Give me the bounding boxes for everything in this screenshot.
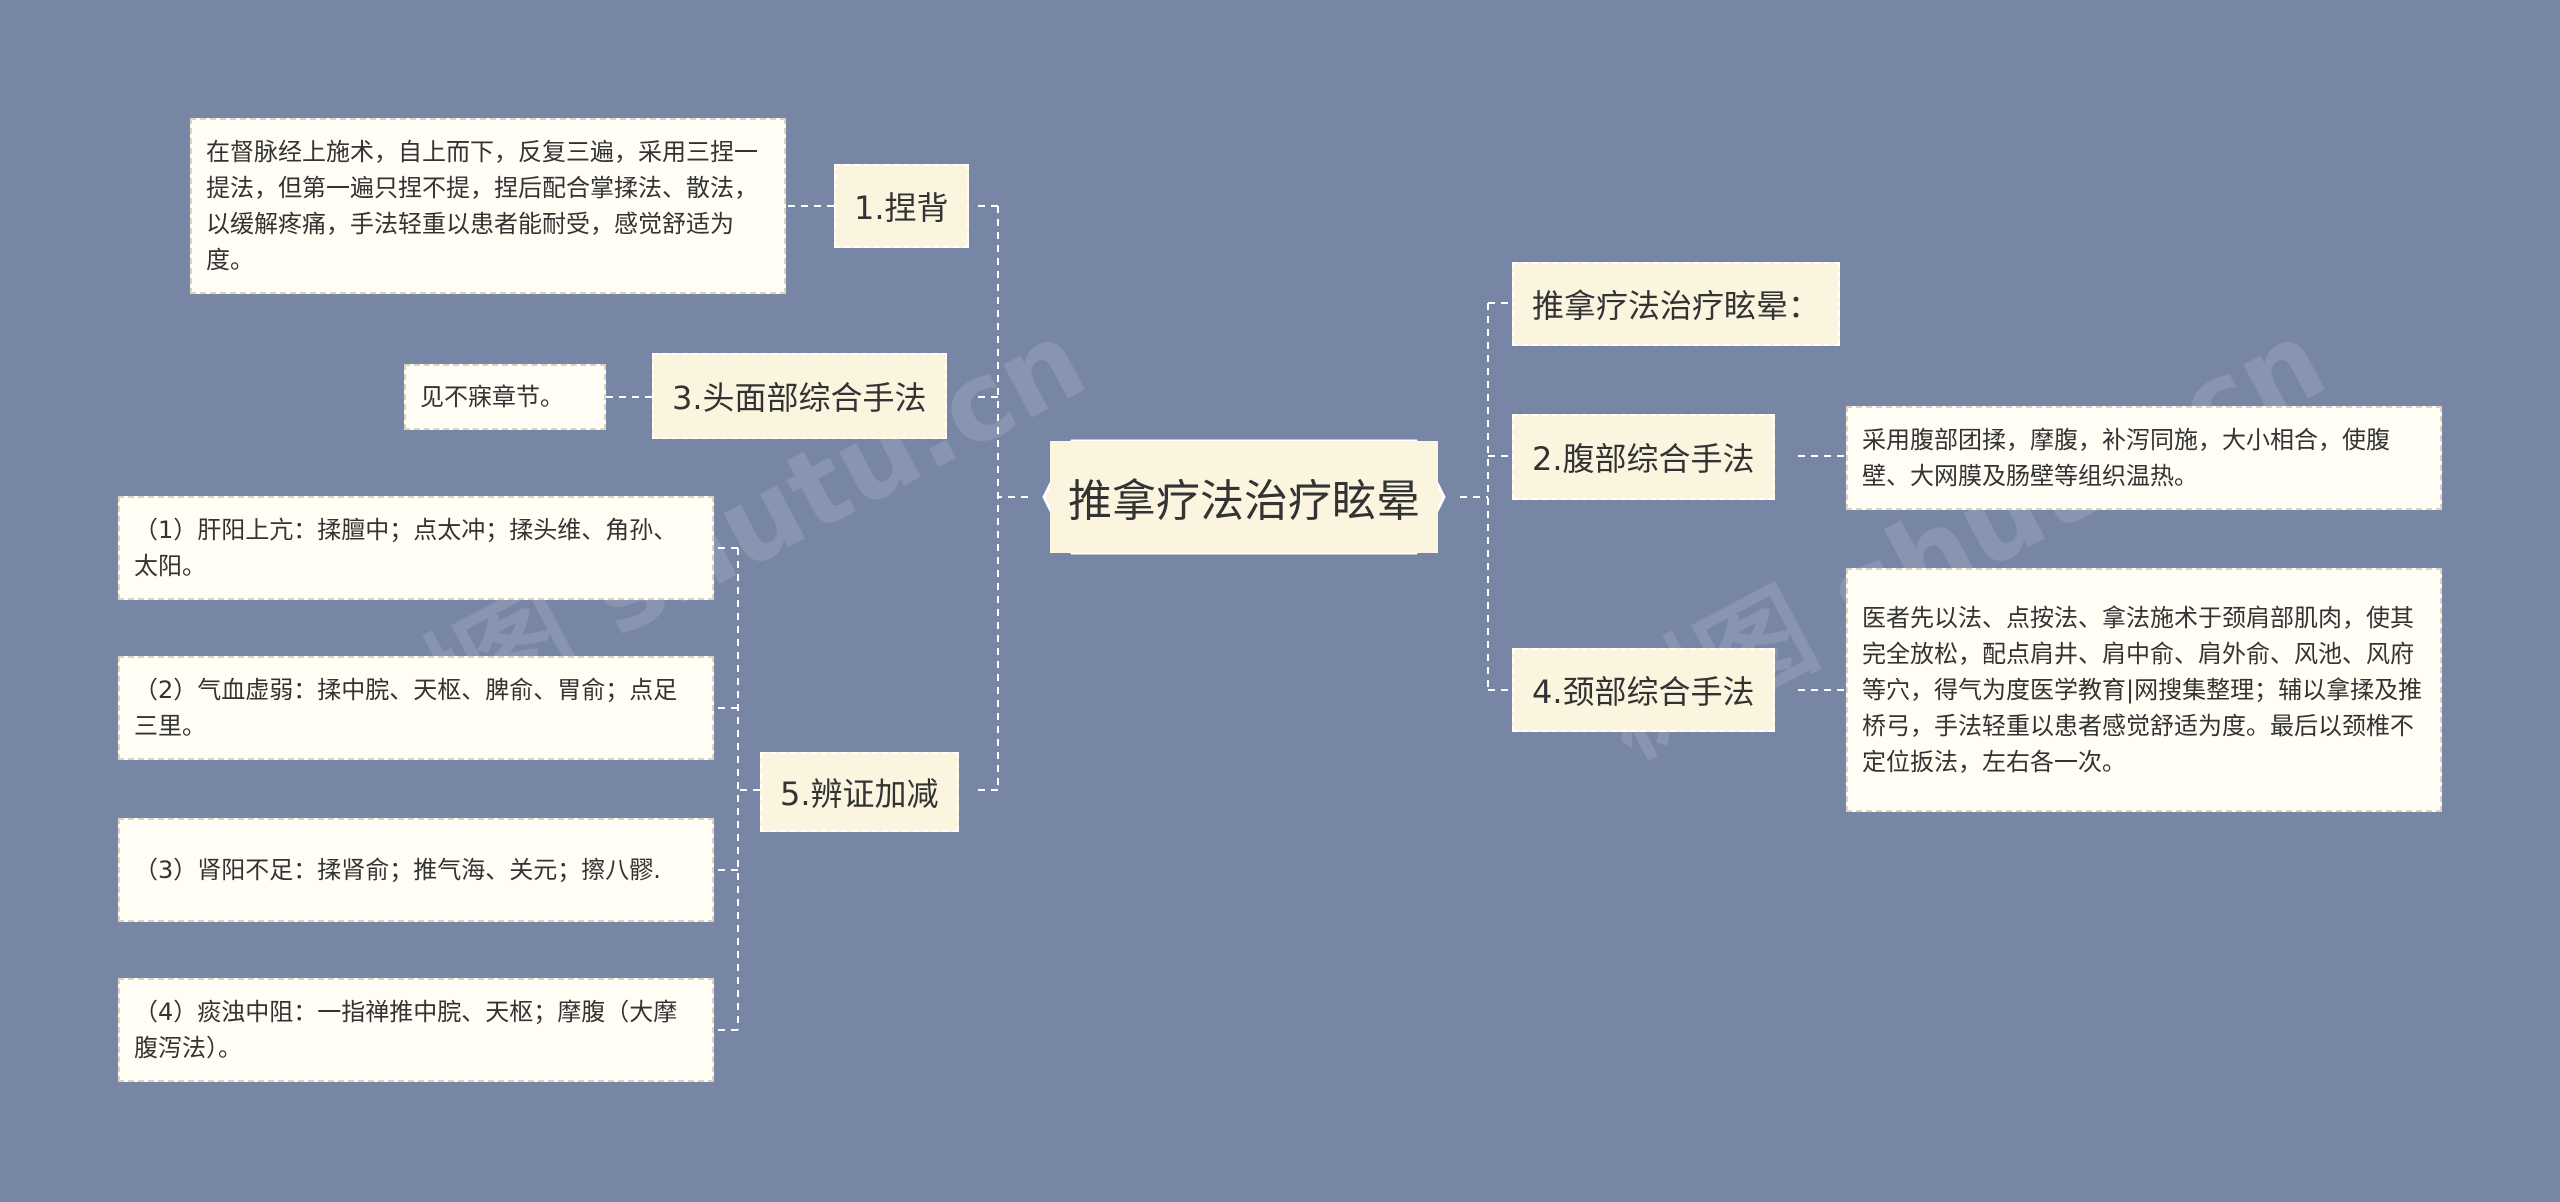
leaf-text: （2）气血虚弱：揉中脘、天枢、脾俞、胃俞；点足三里。 xyxy=(134,676,678,740)
leaf-text: 在督脉经上施术，自上而下，反复三遍，采用三捏一提法，但第一遍只捏不提，捏后配合掌… xyxy=(206,138,758,274)
leaf-bianzheng-4: （4）痰浊中阻：一指禅推中脘、天枢；摩腹（大摩腹泻法）。 xyxy=(118,978,714,1082)
leaf-text: （1）肝阳上亢：揉膻中；点太冲；揉头维、角孙、太阳。 xyxy=(134,516,678,580)
leaf-bianzheng-1: （1）肝阳上亢：揉膻中；点太冲；揉头维、角孙、太阳。 xyxy=(118,496,714,600)
leaf-text: （3）肾阳不足：揉肾俞；推气海、关元；擦八髎. xyxy=(134,856,661,884)
leaf-text: （4）痰浊中阻：一指禅推中脘、天枢；摩腹（大摩腹泻法）。 xyxy=(134,998,678,1062)
branch-bianzheng[interactable]: 5.辨证加减 xyxy=(760,752,959,832)
branch-nieb[interactable]: 1.捏背 xyxy=(834,164,969,248)
leaf-bianzheng-3: （3）肾阳不足：揉肾俞；推气海、关元；擦八髎. xyxy=(118,818,714,922)
leaf-text: 见不寐章节。 xyxy=(420,383,564,411)
branch-fubu[interactable]: 2.腹部综合手法 xyxy=(1512,414,1775,500)
center-topic: 推拿疗法治疗眩晕 xyxy=(1050,441,1438,553)
leaf-jingbu-text: 医者先以法、点按法、拿法施术于颈肩部肌肉，使其完全放松，配点肩井、肩中俞、肩外俞… xyxy=(1846,568,2442,812)
leaf-nieb-text: 在督脉经上施术，自上而下，反复三遍，采用三捏一提法，但第一遍只捏不提，捏后配合掌… xyxy=(190,118,786,294)
leaf-text: 医者先以法、点按法、拿法施术于颈肩部肌肉，使其完全放松，配点肩井、肩中俞、肩外俞… xyxy=(1862,604,2423,776)
branch-toumian[interactable]: 3.头面部综合手法 xyxy=(652,353,947,439)
leaf-toumian-text: 见不寐章节。 xyxy=(404,364,606,430)
branch-jingbu[interactable]: 4.颈部综合手法 xyxy=(1512,648,1775,732)
leaf-bianzheng-2: （2）气血虚弱：揉中脘、天枢、脾俞、胃俞；点足三里。 xyxy=(118,656,714,760)
branch-intro[interactable]: 推拿疗法治疗眩晕： xyxy=(1512,262,1841,346)
leaf-fubu-text: 采用腹部团揉，摩腹，补泻同施，大小相合，使腹壁、大网膜及肠壁等组织温热。 xyxy=(1846,406,2442,510)
leaf-text: 采用腹部团揉，摩腹，补泻同施，大小相合，使腹壁、大网膜及肠壁等组织温热。 xyxy=(1862,426,2390,490)
